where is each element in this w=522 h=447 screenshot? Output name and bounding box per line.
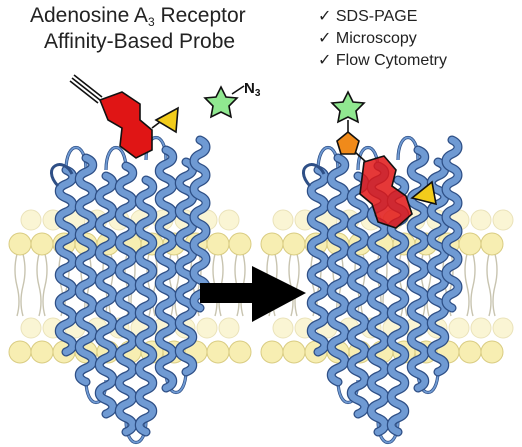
checkmark-icon: ✓ xyxy=(318,30,332,47)
probe-scaffold-red xyxy=(98,91,153,159)
azide-label: N3 xyxy=(244,80,261,99)
application-item-flow-cytometry: ✓ Flow Cytometry xyxy=(318,52,447,69)
reaction-arrow xyxy=(200,266,306,322)
ligand-triangle-yellow xyxy=(154,106,179,134)
triazole-to-probe-bond xyxy=(354,151,367,163)
triazole-pentagon-orange xyxy=(336,130,360,155)
probe-linker xyxy=(151,121,161,129)
title-line-1: Adenosine A3 Receptor xyxy=(30,4,246,29)
checkmark-icon: ✓ xyxy=(318,8,332,25)
fluorophore-star-green xyxy=(203,85,239,119)
fluorophore-star-green-bound xyxy=(330,90,366,124)
probe-alkyne-group xyxy=(69,74,103,104)
probe-scaffold-red-bound xyxy=(359,155,413,229)
title-line-2: Affinity-Based Probe xyxy=(44,30,236,53)
application-item-microscopy: ✓ Microscopy xyxy=(318,30,417,47)
ligand-triangle-yellow-bound xyxy=(410,180,438,206)
checkmark-icon: ✓ xyxy=(318,52,332,69)
azide-bond xyxy=(231,85,245,95)
application-item-sds-page: ✓ SDS-PAGE xyxy=(318,8,418,25)
adenosine-a3-receptor-left xyxy=(50,135,211,444)
